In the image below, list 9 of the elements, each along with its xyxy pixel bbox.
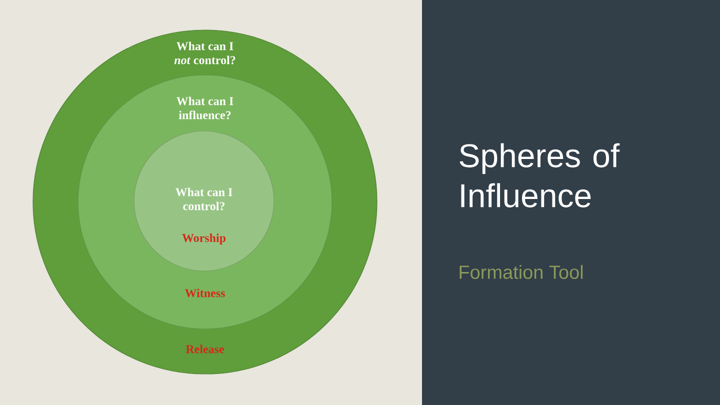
subtitle: Formation Tool — [460, 265, 583, 279]
question-text: What can I influence? — [176, 96, 234, 120]
sphere-label: Worship — [182, 234, 226, 244]
title: Spheres of Influence — [460, 143, 620, 208]
sphere-label: Witness — [184, 288, 225, 298]
circle — [134, 130, 274, 272]
question-text: What can I control? — [176, 188, 232, 210]
sphere-label: Release — [186, 344, 224, 354]
question-text: What can I not control? — [174, 42, 236, 64]
